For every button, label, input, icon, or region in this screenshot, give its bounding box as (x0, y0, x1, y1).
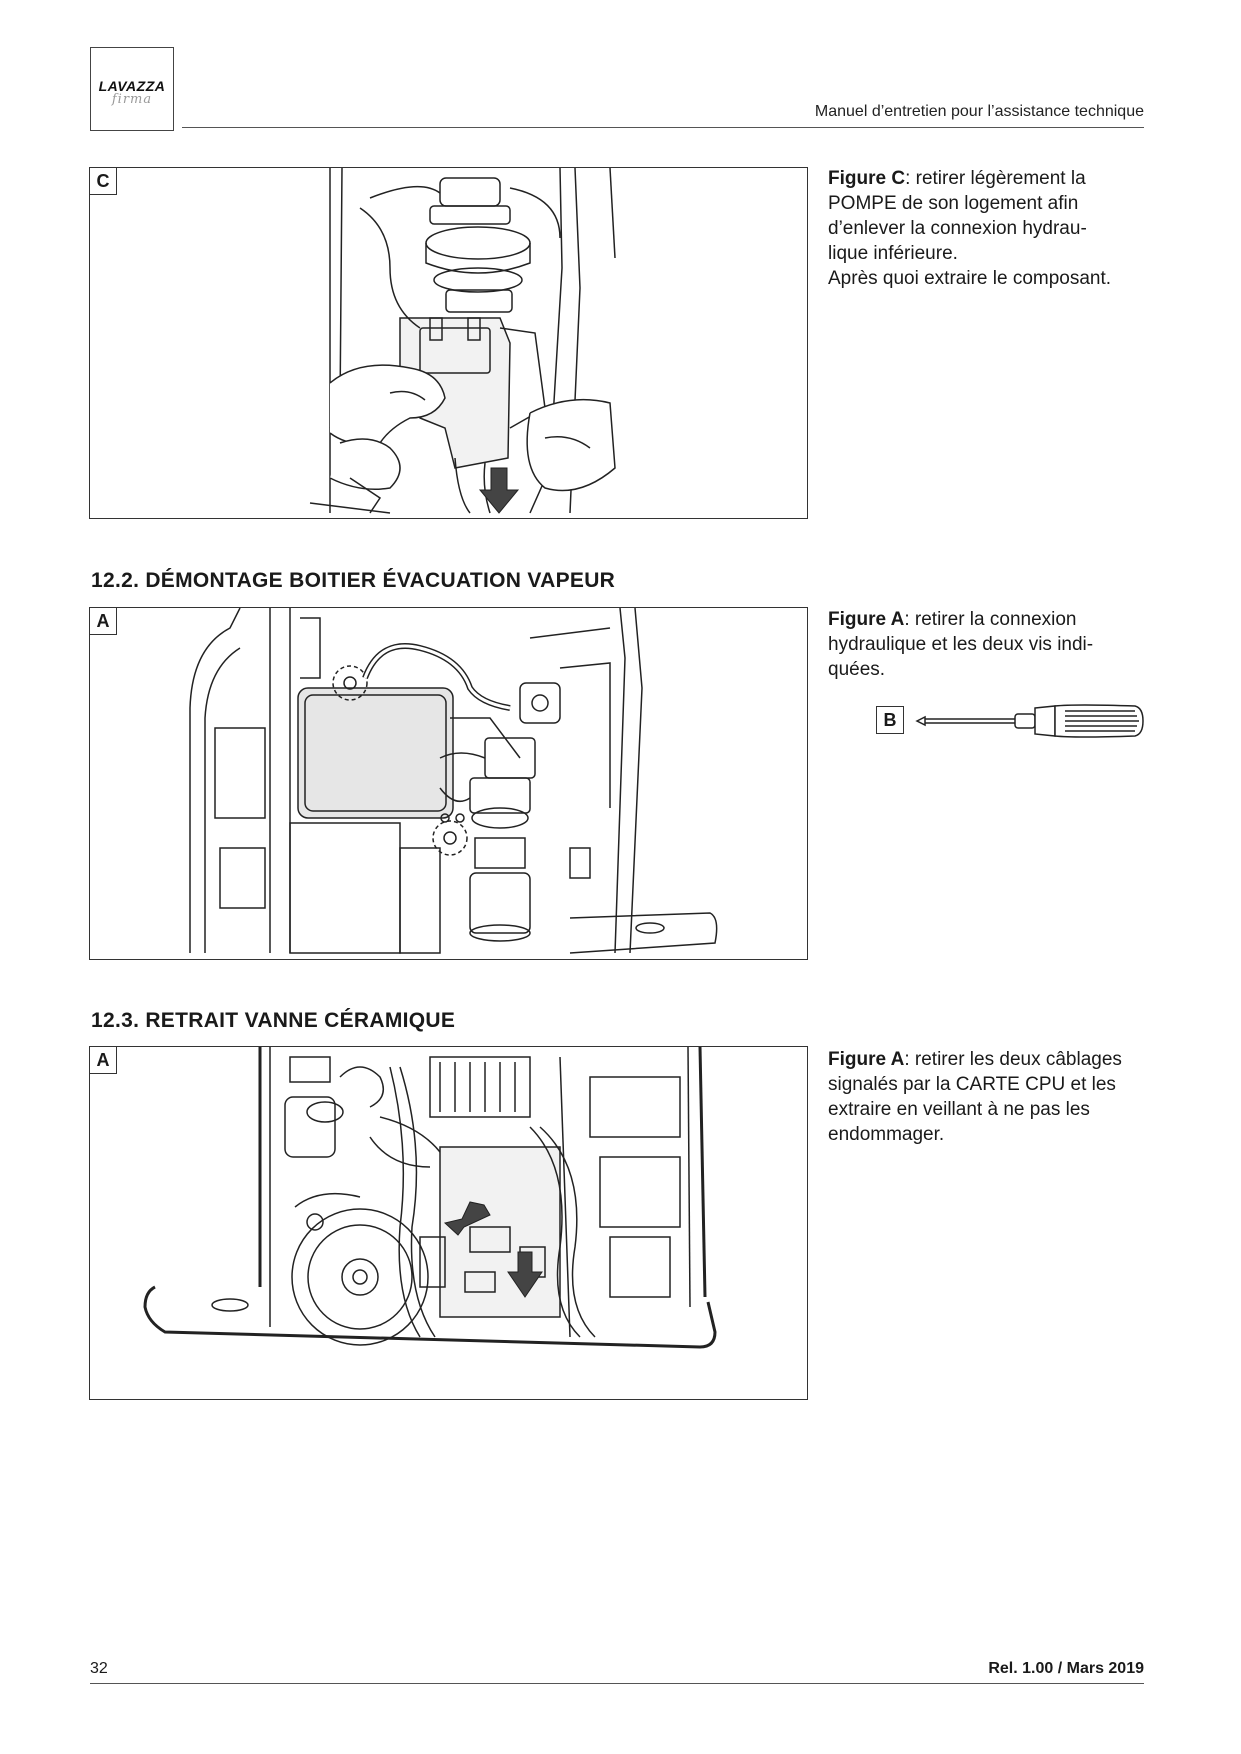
figure-c-caption-bold: Figure C (828, 168, 906, 189)
figure-12-3-a-caption-line-3: extraire en veillant à ne pas les (828, 1099, 1090, 1120)
page-number: 32 (90, 1660, 108, 1677)
logo-brand-text: LAVAZZA (98, 77, 166, 94)
tool-b-label: B (876, 706, 904, 734)
figure-12-3-a-caption-line-4: endommager. (828, 1124, 945, 1145)
figure-12-3-a-caption-line-1: Figure A: retirer les deux câblages (828, 1049, 1122, 1070)
pump-removal-illustration (309, 168, 616, 514)
figure-c-caption-line-1: Figure C: retirer légèrement la (828, 168, 1086, 189)
screwdriver-icon (915, 704, 1144, 738)
figure-12-3-a-label: A (90, 1047, 117, 1074)
figure-12-2-a-frame: A (89, 607, 808, 960)
figure-12-3-a-caption-line-2: signalés par la CARTE CPU et les (828, 1074, 1116, 1095)
figure-12-3-a-frame: A (89, 1046, 808, 1400)
header-divider (182, 127, 1144, 128)
figure-c-caption-line-5: Après quoi extraire le composant. (828, 268, 1112, 289)
figure-12-2-a-caption: Figure A: retirer la connexion hydrauliq… (828, 607, 1145, 682)
logo-sub-text: firma (111, 91, 153, 107)
figure-12-2-a-caption-line-2: hydraulique et les deux vis indi- (828, 634, 1094, 655)
figure-12-3-a-caption-bold: Figure A (828, 1049, 905, 1070)
figure-c-label: C (90, 168, 117, 195)
figure-12-2-a-label: A (90, 608, 117, 635)
footer-divider (90, 1683, 1144, 1684)
document-title: Manuel d’entretien pour l’assistance tec… (814, 103, 1144, 120)
figure-c-caption-line-2: POMPE de son logement afin (828, 193, 1079, 214)
section-12-3-title: 12.3. RETRAIT VANNE CÉRAMIQUE (91, 1009, 456, 1032)
brand-logo: LAVAZZA firma (90, 47, 174, 131)
ceramic-valve-illustration (143, 1047, 717, 1349)
steam-box-illustration (189, 608, 718, 954)
figure-c-caption-line-3: d’enlever la connexion hydrau- (828, 218, 1087, 239)
release-info: Rel. 1.00 / Mars 2019 (988, 1660, 1144, 1677)
figure-12-2-a-caption-bold: Figure A (828, 609, 905, 630)
figure-12-2-a-caption-line-3: quées. (828, 659, 886, 680)
figure-12-3-a-caption: Figure A: retirer les deux câblages sign… (828, 1047, 1145, 1147)
figure-c-caption: Figure C: retirer légèrement la POMPE de… (828, 166, 1145, 291)
figure-12-2-a-caption-line-1: Figure A: retirer la connexion (828, 609, 1077, 630)
figure-c-caption-line-4: lique inférieure. (828, 243, 958, 264)
section-12-2-title: 12.2. DÉMONTAGE BOITIER ÉVACUATION VAPEU… (91, 569, 616, 592)
figure-c-frame: C (89, 167, 808, 519)
